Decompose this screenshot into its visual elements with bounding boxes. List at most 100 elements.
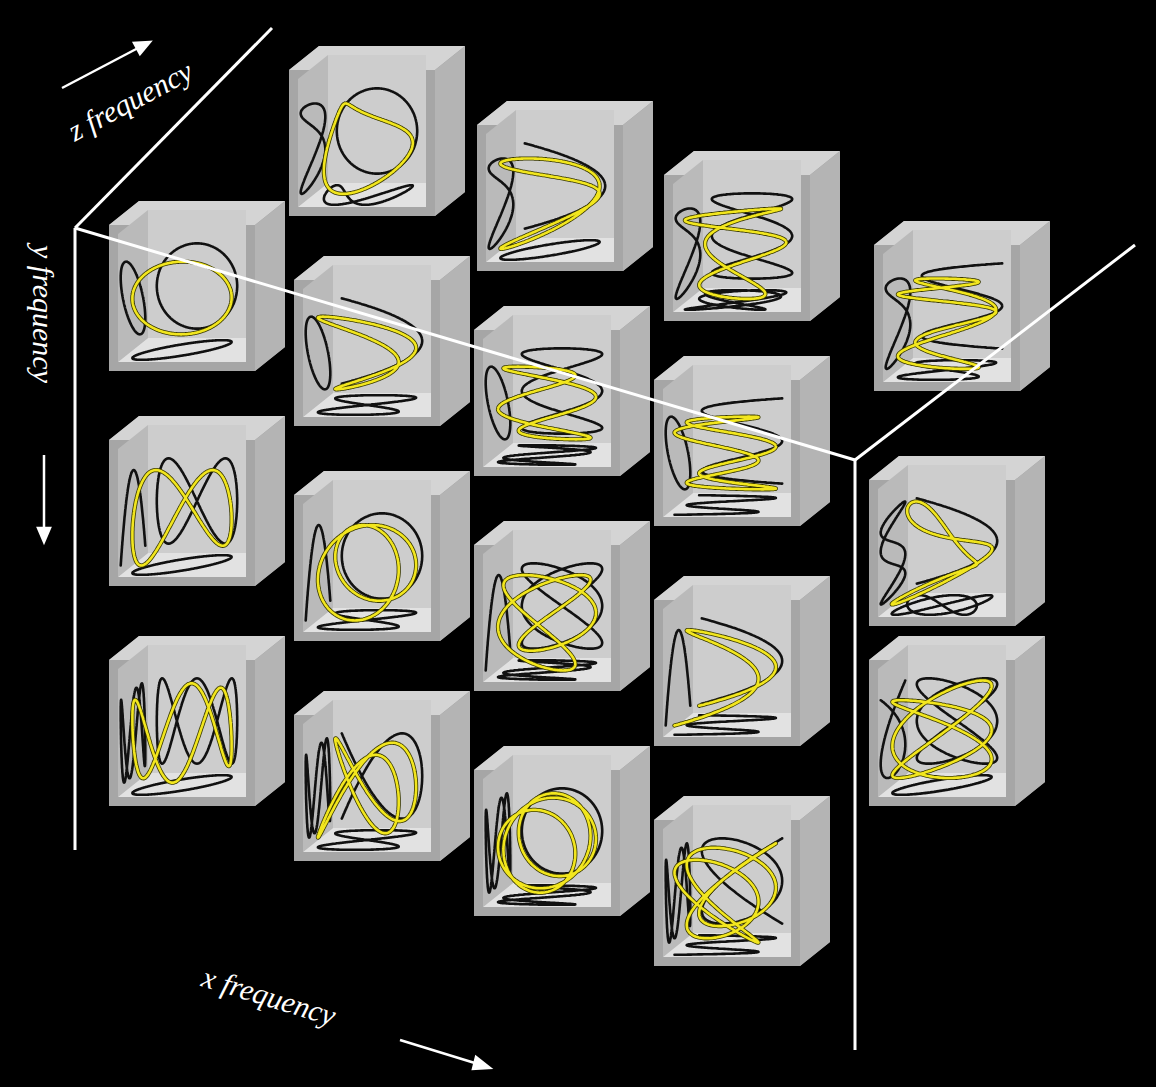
arrow-line bbox=[400, 1040, 478, 1064]
curve-outline bbox=[318, 738, 416, 837]
arrow-head bbox=[473, 1057, 490, 1069]
box-rim bbox=[109, 201, 285, 371]
box-floor bbox=[663, 493, 791, 517]
lissajous-box bbox=[477, 101, 653, 271]
box-side bbox=[623, 101, 653, 271]
projection-curve bbox=[306, 317, 331, 390]
curve-outline bbox=[500, 159, 599, 249]
axis-label: z frequency bbox=[62, 54, 198, 148]
lissajous-box bbox=[294, 256, 470, 426]
box-side bbox=[800, 576, 830, 746]
axis-label: x frequency bbox=[198, 960, 340, 1033]
box-back-wall bbox=[513, 530, 611, 658]
lissajous-curve bbox=[498, 793, 596, 892]
lissajous-box bbox=[294, 471, 470, 641]
lissajous-curve bbox=[318, 525, 416, 620]
frame-line bbox=[75, 228, 855, 460]
box-rim bbox=[654, 576, 830, 746]
axis-frame bbox=[75, 28, 1135, 1050]
projection-curve bbox=[675, 935, 776, 955]
curve-outline bbox=[675, 630, 776, 725]
box-floor bbox=[303, 393, 431, 417]
box-rim bbox=[874, 221, 1050, 391]
curve-outline bbox=[898, 279, 996, 369]
curve-outline bbox=[892, 681, 991, 779]
box-rim bbox=[664, 151, 840, 321]
curve-outline bbox=[132, 683, 231, 782]
lissajous-curve bbox=[675, 843, 776, 942]
lissajous-box bbox=[654, 356, 830, 526]
lissajous-box bbox=[109, 636, 285, 806]
box-side bbox=[620, 746, 650, 916]
box-left-wall bbox=[486, 110, 516, 262]
box-rim bbox=[869, 636, 1045, 806]
box-rim bbox=[869, 456, 1045, 626]
lissajous-curve bbox=[898, 279, 996, 369]
box-side bbox=[435, 46, 465, 216]
projection-curve bbox=[498, 445, 596, 465]
box-floor bbox=[118, 338, 246, 362]
axis-label: y frequency bbox=[26, 245, 60, 383]
lissajous-box bbox=[869, 636, 1045, 806]
box-side bbox=[620, 521, 650, 691]
arrow-head bbox=[134, 42, 150, 54]
frame-line bbox=[854, 460, 857, 1050]
box-side bbox=[1015, 456, 1045, 626]
box-rim bbox=[109, 636, 285, 806]
box-rim bbox=[474, 746, 650, 916]
projection-curve bbox=[500, 240, 599, 260]
box-left-wall bbox=[663, 585, 693, 737]
box-left-wall bbox=[483, 315, 513, 467]
lissajous-curve bbox=[132, 683, 231, 782]
box-rim bbox=[654, 796, 830, 966]
lissajous-curve bbox=[892, 502, 993, 605]
projection-curve bbox=[675, 495, 776, 515]
box-rim bbox=[654, 356, 830, 526]
box-rim bbox=[294, 691, 470, 861]
curve-outline bbox=[675, 843, 776, 942]
projection-curve bbox=[666, 630, 691, 725]
lissajous-box bbox=[869, 456, 1045, 626]
box-side bbox=[440, 471, 470, 641]
box-rim bbox=[294, 471, 470, 641]
lissajous-box bbox=[654, 576, 830, 746]
frame-line bbox=[74, 228, 77, 850]
box-side bbox=[1015, 636, 1045, 806]
box-left-wall bbox=[298, 55, 328, 207]
lissajous-box bbox=[474, 521, 650, 691]
lissajous-box bbox=[294, 691, 470, 861]
box-side bbox=[800, 356, 830, 526]
box-floor bbox=[298, 183, 426, 207]
projection-curve bbox=[318, 830, 416, 850]
curve-outline bbox=[318, 525, 416, 620]
lissajous-box bbox=[664, 151, 840, 321]
box-side bbox=[255, 636, 285, 806]
arrow-line bbox=[43, 455, 46, 530]
box-left-wall bbox=[118, 210, 148, 362]
curve-outline bbox=[498, 575, 596, 670]
box-rim bbox=[294, 256, 470, 426]
axis-arrows bbox=[38, 42, 490, 1069]
lissajous-curve bbox=[132, 470, 231, 565]
lissajous-curve bbox=[892, 681, 991, 779]
box-side bbox=[440, 691, 470, 861]
lissajous-curve bbox=[318, 317, 416, 390]
lissajous-box bbox=[289, 46, 465, 216]
curve-outline bbox=[675, 417, 776, 490]
box-rim bbox=[477, 101, 653, 271]
curve-outline bbox=[892, 502, 993, 605]
curve-outline bbox=[132, 262, 231, 335]
lissajous-box bbox=[109, 201, 285, 371]
box-side bbox=[1020, 221, 1050, 391]
lissajous-curve bbox=[675, 630, 776, 725]
lissajous-curve bbox=[498, 575, 596, 670]
box-side bbox=[810, 151, 840, 321]
projection-curve bbox=[132, 340, 231, 360]
projection-curve bbox=[675, 715, 776, 735]
curve-outline bbox=[685, 209, 786, 299]
lissajous-boxes bbox=[109, 46, 1050, 966]
box-left-wall bbox=[303, 700, 333, 852]
box-side bbox=[800, 796, 830, 966]
box-floor bbox=[483, 443, 611, 467]
box-left-wall bbox=[303, 265, 333, 417]
